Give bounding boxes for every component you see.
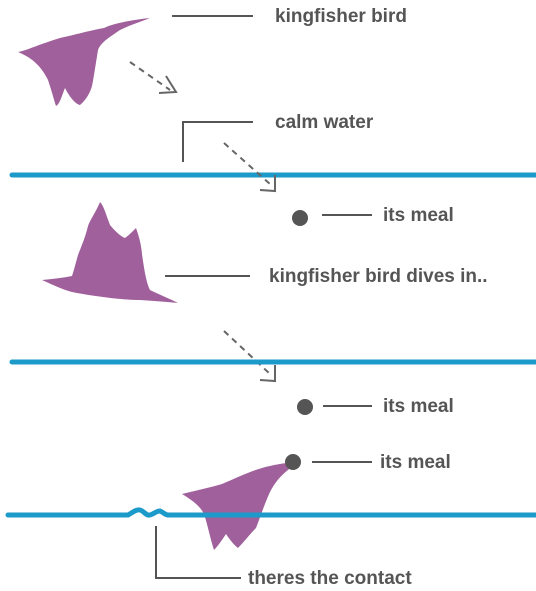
water-line-3-splash [8, 510, 536, 515]
label-calm-water: calm water [275, 112, 373, 134]
kingfisher-bird-contact [182, 462, 295, 550]
dive-path-arrow-1 [130, 62, 170, 90]
kingfisher-bird-diving [42, 202, 178, 303]
meal-dot-3 [285, 454, 301, 470]
dive-path-arrow-3 [224, 331, 270, 374]
leader-line-calm-water [183, 122, 253, 162]
label-theres-the-contact: theres the contact [248, 568, 412, 590]
meal-dot-1 [292, 210, 308, 226]
label-its-meal-2: its meal [383, 396, 454, 418]
label-its-meal-1: its meal [383, 205, 454, 227]
label-its-meal-3: its meal [380, 452, 451, 474]
label-kingfisher-dives-in: kingfisher bird dives in.. [269, 266, 488, 288]
meal-dot-2 [297, 399, 313, 415]
dive-path-arrow-2 [224, 143, 270, 184]
label-kingfisher-bird: kingfisher bird [275, 6, 407, 28]
